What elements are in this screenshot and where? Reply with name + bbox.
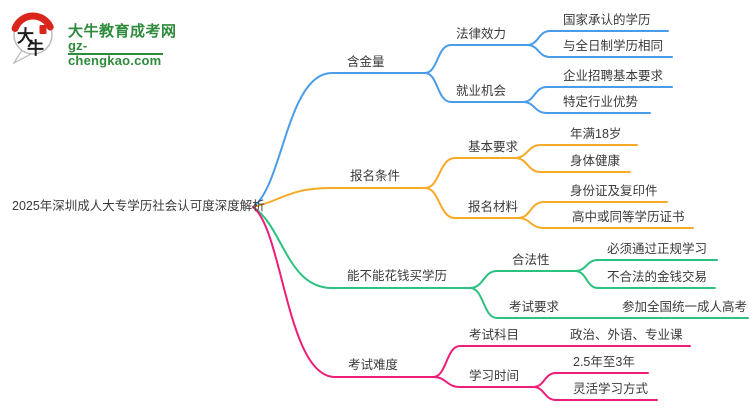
branch-0-sub-0-line: [424, 44, 528, 74]
branch-3-trunk-line: [252, 206, 434, 378]
branch-3-leaf-2-line: [532, 386, 658, 401]
logo-char-niu: 牛: [27, 38, 44, 59]
branch-1-leaf-1-line: [514, 157, 631, 173]
branch-1-label: 报名条件: [350, 169, 401, 183]
branch-1-trunk-line: [252, 187, 426, 208]
logo-bull-icon: 大 牛: [11, 12, 54, 65]
leaf-label: 与全日制学历相同: [563, 39, 664, 53]
branch-3-sub-0-label: 考试科目: [469, 328, 520, 342]
branch-2-leaf-1-line: [574, 270, 716, 289]
branch-0-trunk-line: [252, 72, 426, 208]
leaf-label: 2.5年至3年: [573, 355, 635, 369]
branch-1-sub-0-label: 基本要求: [468, 140, 519, 154]
branch-0-sub-1-line: [424, 72, 524, 103]
leaf-label: 高中或同等学历证书: [572, 210, 685, 224]
branch-3-sub-0-line: [432, 345, 691, 378]
branch-0-leaf-3-line: [522, 101, 651, 114]
leaf-label: 特定行业优势: [563, 95, 639, 109]
branch-2-sub-0-line: [469, 270, 576, 289]
branch-2-trunk-line: [252, 206, 471, 289]
leaf-label: 企业招聘基本要求: [563, 69, 664, 83]
branch-0-leaf-1-line: [526, 44, 673, 58]
branch-0-label: 含金量: [347, 55, 385, 69]
branch-0-sub-0-label: 法律效力: [456, 27, 507, 41]
leaf-label: 身体健康: [570, 154, 621, 168]
branch-1-leaf-3-line: [517, 217, 694, 229]
leaf-label: 灵活学习方式: [573, 382, 649, 396]
branch-0-sub-1-label: 就业机会: [456, 84, 507, 98]
branch-3-sub-1-label: 学习时间: [469, 369, 520, 383]
leaf-label: 不合法的金钱交易: [607, 270, 708, 284]
branch-2-sub-1-label: 考试要求: [509, 300, 560, 314]
branch-2-sub-1-line: [469, 287, 749, 319]
leaf-label: 身份证及复印件: [570, 184, 658, 198]
branch-2-label: 能不能花钱买学历: [347, 269, 448, 283]
logo-domain: gz-chengkao.com: [68, 38, 162, 68]
leaf-label: 必须通过正规学习: [607, 242, 708, 256]
leaf-label: 参加全国统一成人高考: [622, 300, 748, 314]
leaf-label: 政治、外语、专业课: [570, 328, 683, 342]
leaf-label: 年满18岁: [570, 127, 622, 141]
branch-1-sub-1-line: [424, 187, 519, 219]
logo-underline: [68, 53, 163, 55]
branch-1-sub-1-label: 报名材料: [468, 200, 519, 214]
logo-char-da: 大: [17, 26, 34, 47]
branch-2-sub-0-label: 合法性: [512, 253, 550, 267]
logo-title: 大牛教育成考网: [68, 23, 177, 40]
root-node-label: 2025年深圳成人大专学历社会认可度深度解析: [12, 199, 265, 213]
branch-1-sub-0-line: [424, 157, 516, 189]
branch-3-sub-1-line: [432, 376, 534, 388]
site-logo: 大 牛 大牛教育成考网 gz-chengkao.com: [10, 12, 180, 68]
leaf-label: 国家承认的学历: [563, 13, 651, 27]
branch-3-label: 考试难度: [348, 358, 399, 372]
